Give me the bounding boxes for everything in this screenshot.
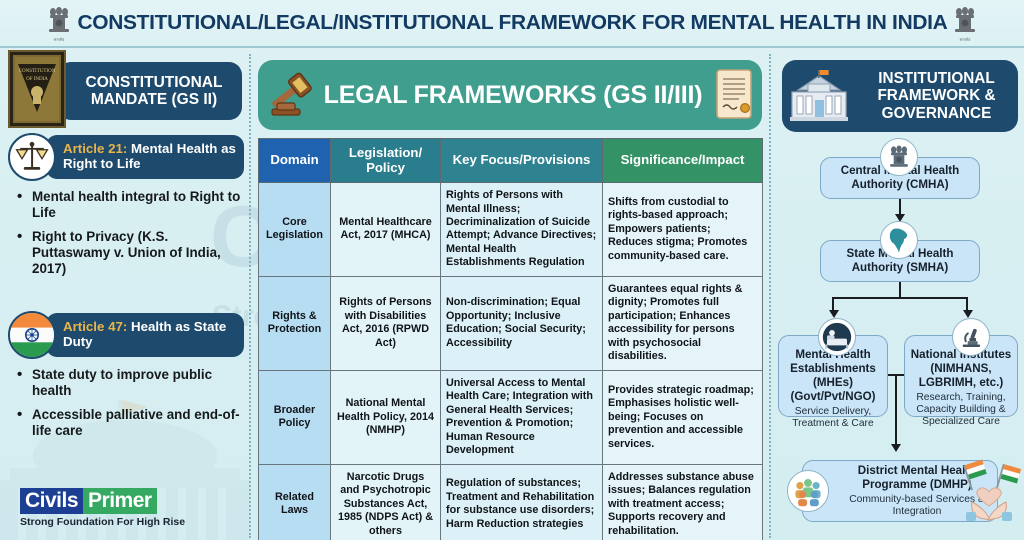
node-institutes-sub: Research, Training, Capacity Building & … [916,391,1006,428]
cell-policy: Rights of Persons with Disabilities Act,… [330,275,441,371]
legal-frameworks-table: Domain Legislation/Policy Key Focus/Prov… [258,137,763,540]
svg-text:CONSTITUTION: CONSTITUTION [19,69,56,74]
connector-to-dmhp [895,374,897,446]
article-21-label: Article 21: Mental Health as Right to Li… [46,135,244,179]
list-item: State duty to improve public health [17,366,244,400]
logo-part-civils: Civils [20,488,84,514]
cell-policy: Narcotic Drugs and Psychotropic Substanc… [330,463,441,540]
community-group-icon [787,470,829,512]
article-47-header: Article 47: Health as State Duty [8,310,244,360]
connector-smha-right [966,297,968,312]
node-dmhp-sub: Community-based Services & Integration [849,493,985,517]
connector-smha-split [832,297,968,299]
india-map-icon [880,221,918,259]
node-dmhp-title: District Mental Health Programme (DMHP) [857,463,977,491]
gavel-icon [271,72,312,116]
cell-policy: Mental Healthcare Act, 2017 (MHCA) [330,182,441,277]
article-47-number: Article 47: [63,319,128,335]
node-national-institutes[interactable]: National Institutes (NIMHANS, LGBRIMH, e… [904,335,1018,427]
cell-policy: National Mental Health Policy, 2014 (NMH… [330,369,441,465]
page-title: CONSTITUTIONAL/LEGAL/INSTITUTIONAL FRAME… [77,11,947,34]
list-item: Accessible palliative and end-of-life ca… [17,406,244,440]
scroll-document-icon [716,69,753,119]
table-row: Related Laws Narcotic Drugs and Psychotr… [258,463,763,540]
cell-impact: Addresses substance abuse issues; Balanc… [602,463,763,540]
article-21-header: Article 21: Mental Health as Right to Li… [8,132,244,182]
article-47-title: Health as State Duty [63,319,227,349]
cell-impact: Shifts from custodial to rights-based ap… [602,182,763,277]
scales-of-justice-icon [8,133,56,181]
column-header-legislation: Legislation/Policy [330,137,441,184]
column-header-key-focus: Key Focus/Provisions [440,137,603,184]
article-21-block: Article 21: Mental Health as Right to Li… [8,132,244,285]
table-header-row: Domain Legislation/Policy Key Focus/Prov… [258,137,763,184]
arrow-to-dmhp [891,444,901,452]
cell-domain: Core Legislation [258,182,331,277]
institutional-framework-label: INSTITUTIONAL FRAMEWORK & GOVERNANCE [877,69,996,122]
institutional-framework-column: INSTITUTIONAL FRAMEWORK & GOVERNANCE Cen… [774,54,1024,540]
cell-focus: Universal Access to Mental Health Care; … [440,369,603,465]
legal-frameworks-column: LEGAL FRAMEWORKS (GS II/III) Domain Legi… [256,54,764,540]
article-47-bullets: State duty to improve public health Acce… [17,366,244,440]
constitutional-mandate-label: CONSTITUTIONAL MANDATE (GS II) [58,62,242,120]
cell-focus: Rights of Persons with Mental Illness; D… [440,182,603,277]
table-row: Core Legislation Mental Healthcare Act, … [258,182,763,277]
logo-part-primer: Primer [83,488,157,514]
svg-text:सत्यमेव: सत्यमेव [960,37,972,42]
cell-focus: Regulation of substances; Treatment and … [440,463,603,540]
table-row: Broader Policy National Mental Health Po… [258,369,763,465]
legal-frameworks-header: LEGAL FRAMEWORKS (GS II/III) [258,60,762,130]
article-21-bullets: Mental health integral to Right to Life … [17,188,244,278]
cell-impact: Provides strategic roadmap; Emphasises h… [602,369,763,465]
cell-domain: Broader Policy [258,369,331,465]
india-flag-icon [8,311,56,359]
arrow-cmha-smha [895,214,905,222]
civils-primer-logo: Civils Primer Strong Foundation For High… [20,488,185,528]
node-dmhp[interactable]: District Mental Health Programme (DMHP) … [802,460,998,522]
list-item: Mental health integral to Right to Life [17,188,244,222]
column-header-significance: Significance/Impact [602,137,763,184]
flags-heart-hands-icon [963,459,1022,521]
arrow-to-institutes [963,310,973,318]
national-emblem-icon: सत्यमेव [48,7,69,42]
constitution-book-icon: CONSTITUTION OF INDIA [8,50,66,128]
national-emblem-icon: सत्यमेव [955,7,976,42]
svg-text:OF INDIA: OF INDIA [26,77,48,82]
logo-tagline: Strong Foundation For High Rise [20,516,186,528]
government-building-icon [790,70,848,121]
svg-text:सत्यमेव: सत्यमेव [53,37,65,42]
microscope-icon [952,318,990,356]
table-row: Rights & Protection Rights of Persons wi… [258,275,763,371]
article-21-number: Article 21: [63,141,128,157]
legal-frameworks-label: LEGAL FRAMEWORKS (GS II/III) [323,80,703,109]
article-47-label: Article 47: Health as State Duty [46,313,244,357]
hospital-bed-icon [818,318,856,356]
connector-smha-left [832,297,834,312]
connector-cmha-smha [899,199,901,216]
cell-focus: Non-discrimination; Equal Opportunity; I… [440,275,603,371]
column-divider-left [249,54,251,538]
cell-domain: Related Laws [258,463,331,540]
cell-domain: Rights & Protection [258,275,331,371]
column-divider-right [769,54,771,538]
national-emblem-icon [880,138,918,176]
node-institutes-title: National Institutes (NIMHANS, LGBRIMH, e… [910,348,1012,389]
node-mhes-sub: Service Delivery, Treatment & Care [792,405,874,429]
constitutional-mandate-header: CONSTITUTION OF INDIA CONSTITUTIONAL MAN… [8,50,242,128]
article-47-block: Article 47: Health as State Duty State d… [8,310,244,446]
cell-impact: Guarantees equal rights & dignity; Promo… [602,275,763,371]
constitutional-mandate-column: CONSTITUTION OF INDIA CONSTITUTIONAL MAN… [0,50,248,540]
article-21-title: Mental Health as Right to Life [63,141,236,171]
institutional-framework-header: INSTITUTIONAL FRAMEWORK & GOVERNANCE [782,60,1018,132]
connector-smha-down [899,282,901,299]
node-mhes-title: Mental Health Establishments (MHEs) (Gov… [790,348,876,403]
page-header: सत्यमेव CONSTITUTIONAL/LEGAL/INSTITUTION… [0,0,1024,48]
list-item: Right to Privacy (K.S. Puttaswamy v. Uni… [17,228,244,278]
arrow-to-mhes [829,310,839,318]
column-header-domain: Domain [258,137,331,184]
